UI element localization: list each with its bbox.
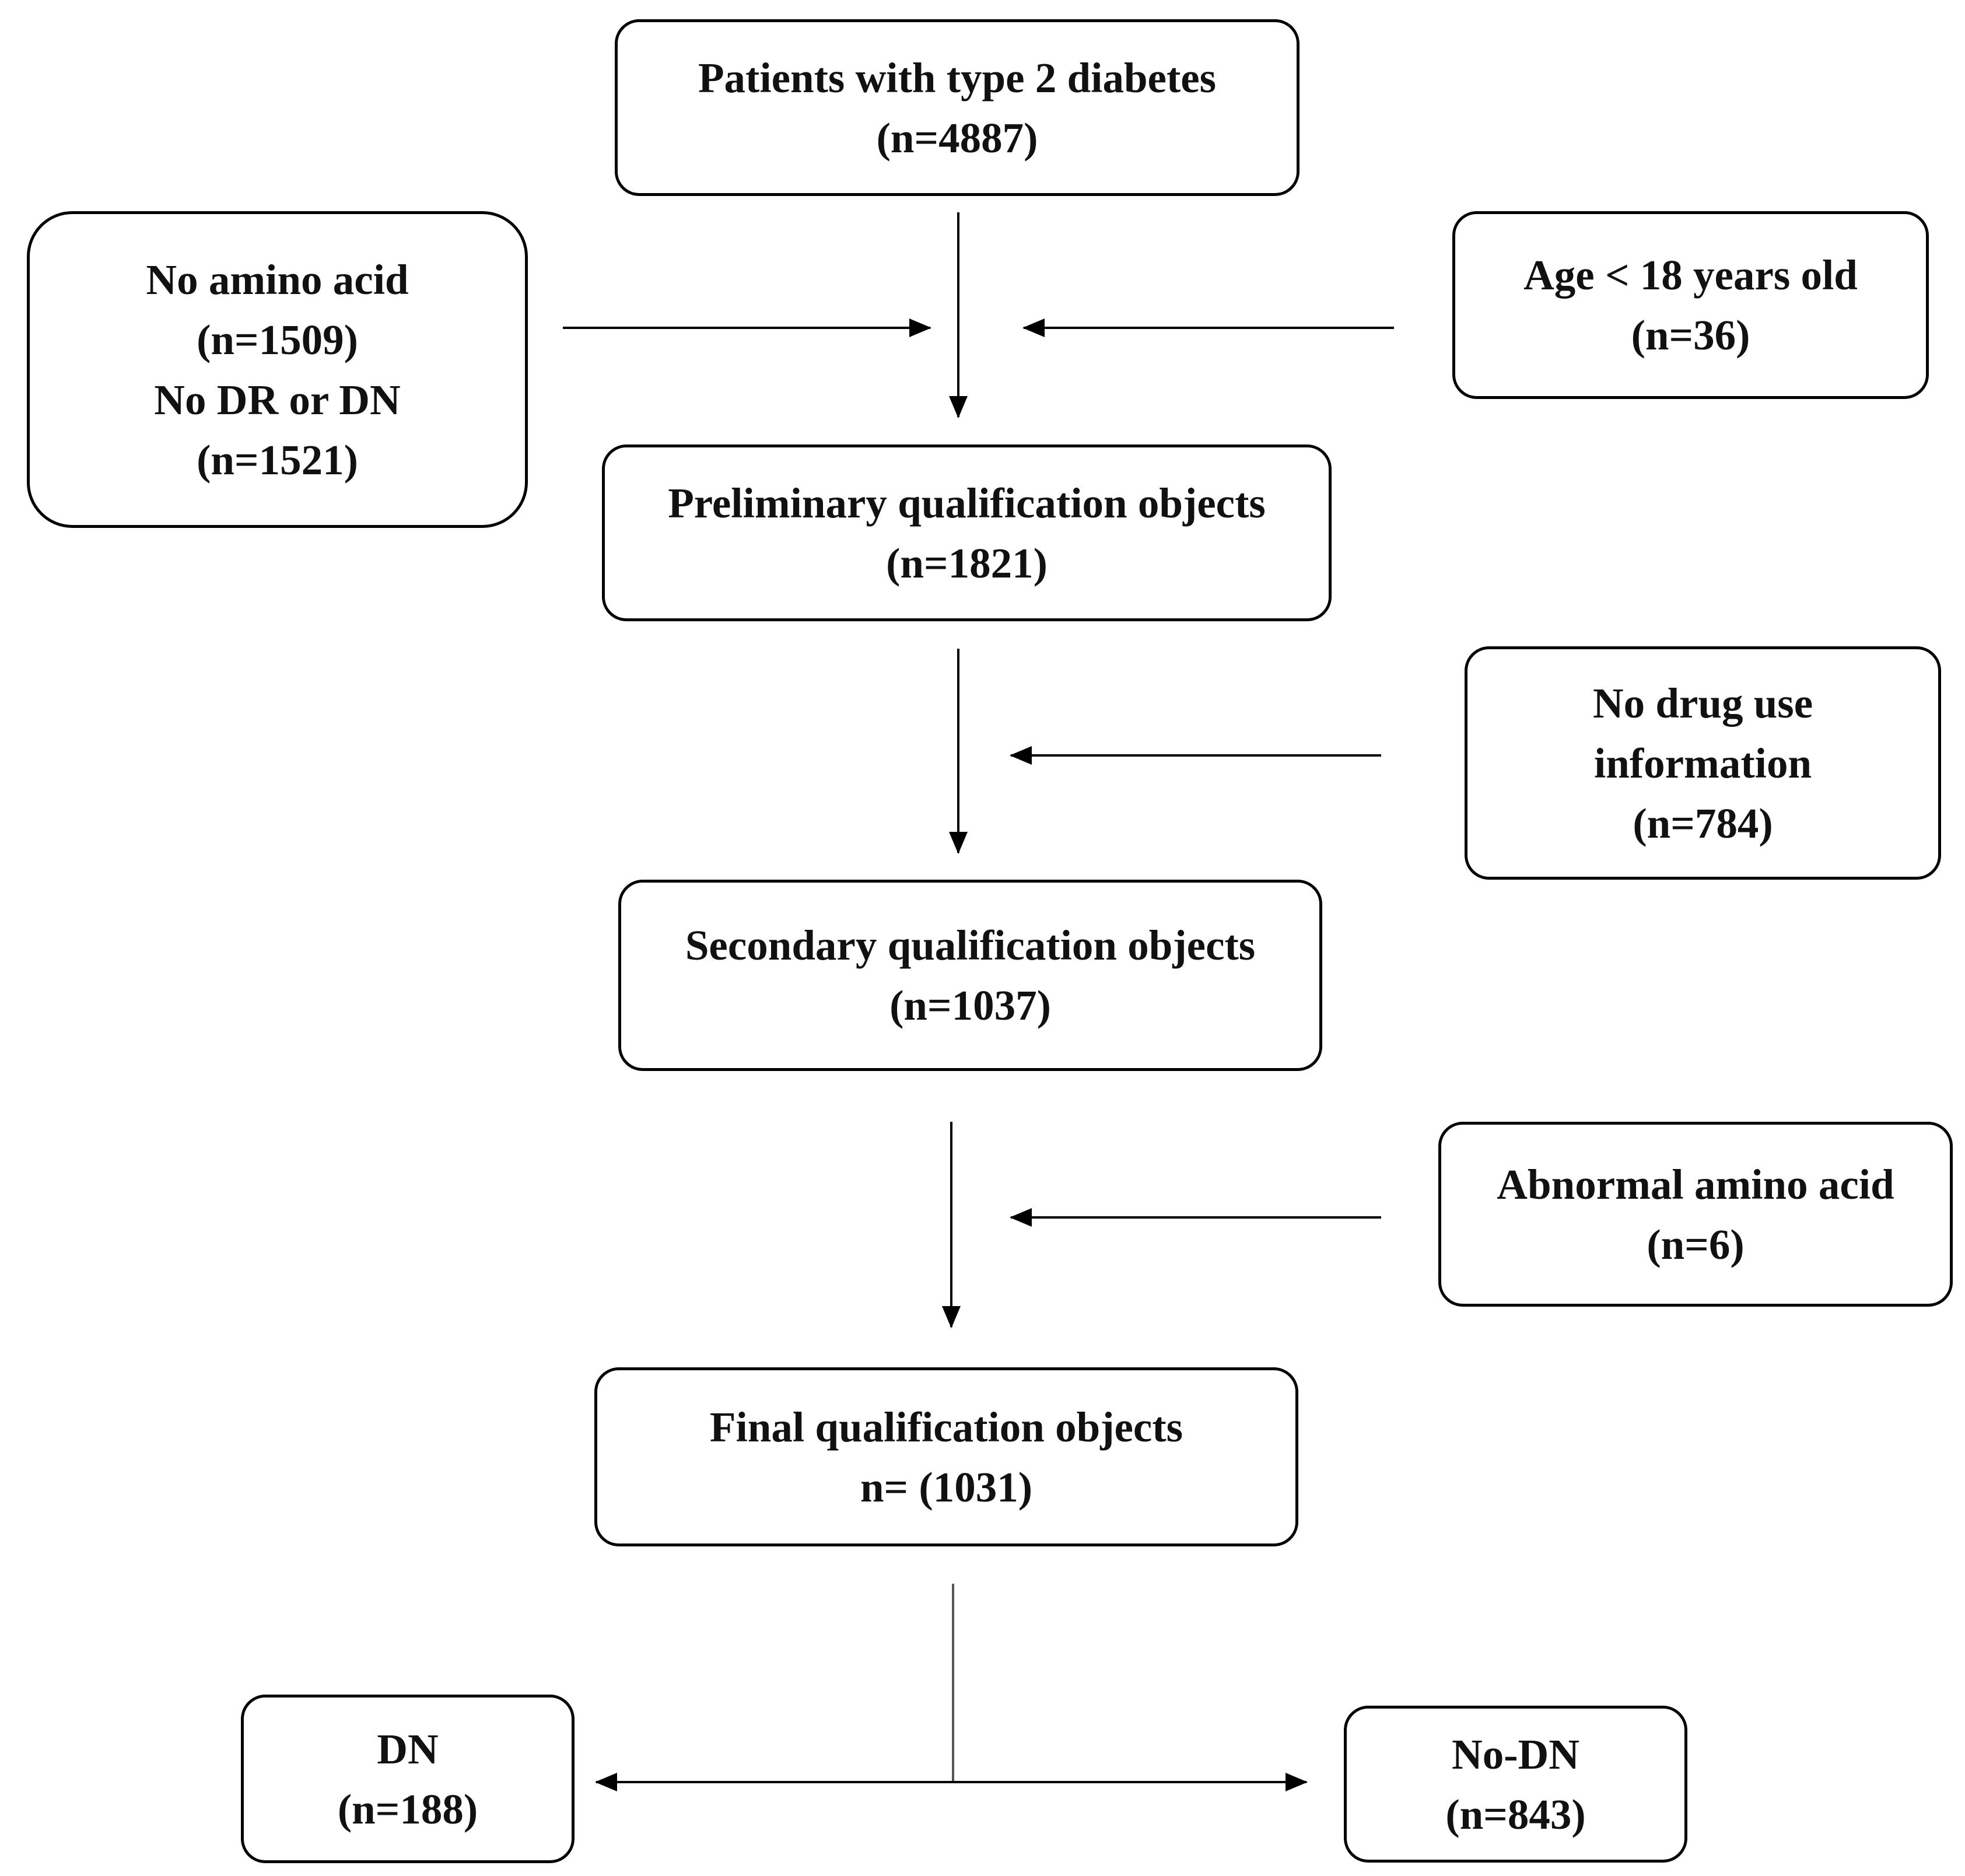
exclusion-age-count: (n=36) [1631, 312, 1750, 359]
exclusion-drug-count: (n=784) [1633, 799, 1773, 847]
exclusion-left-box: No amino acid (n=1509) No DR or DN (n=15… [27, 211, 528, 528]
start-box-title: Patients with type 2 diabetes [698, 54, 1217, 102]
no-dn-box-count: (n=843) [1445, 1790, 1586, 1838]
no-dn-box: No-DN (n=843) [1344, 1706, 1687, 1863]
final-box: Final qualification objects n= (1031) [594, 1367, 1298, 1546]
exclusion-drug-box: No drug use information (n=784) [1465, 646, 1941, 880]
exclusion-abnormal-title: Abnormal amino acid [1497, 1160, 1894, 1208]
preliminary-box-title: Preliminary qualification objects [668, 479, 1266, 527]
exclusion-drug-title-2: information [1593, 739, 1812, 787]
secondary-box-count: (n=1037) [889, 982, 1051, 1029]
exclusion-drug-title-1: No drug use [1592, 679, 1813, 727]
exclusion-left-count-1: (n=1509) [197, 316, 358, 363]
exclusion-left-title-1: No amino acid [146, 256, 409, 303]
preliminary-box: Preliminary qualification objects (n=182… [602, 444, 1332, 621]
dn-box-title: DN [377, 1725, 439, 1773]
exclusion-abnormal-count: (n=6) [1647, 1220, 1745, 1268]
exclusion-age-box: Age < 18 years old (n=36) [1452, 211, 1929, 399]
start-box: Patients with type 2 diabetes (n=4887) [615, 19, 1300, 196]
dn-box: DN (n=188) [241, 1695, 575, 1863]
dn-box-count: (n=188) [337, 1785, 478, 1833]
exclusion-left-count-2: (n=1521) [197, 436, 358, 484]
exclusion-age-title: Age < 18 years old [1523, 251, 1858, 299]
exclusion-left-title-2: No DR or DN [154, 376, 401, 424]
start-box-count: (n=4887) [876, 114, 1038, 162]
secondary-box: Secondary qualification objects (n=1037) [618, 880, 1322, 1071]
preliminary-box-count: (n=1821) [886, 539, 1048, 587]
final-box-title: Final qualification objects [709, 1403, 1183, 1451]
exclusion-abnormal-box: Abnormal amino acid (n=6) [1438, 1122, 1953, 1307]
final-box-count: n= (1031) [860, 1463, 1033, 1511]
no-dn-box-title: No-DN [1452, 1730, 1579, 1778]
secondary-box-title: Secondary qualification objects [685, 922, 1256, 969]
